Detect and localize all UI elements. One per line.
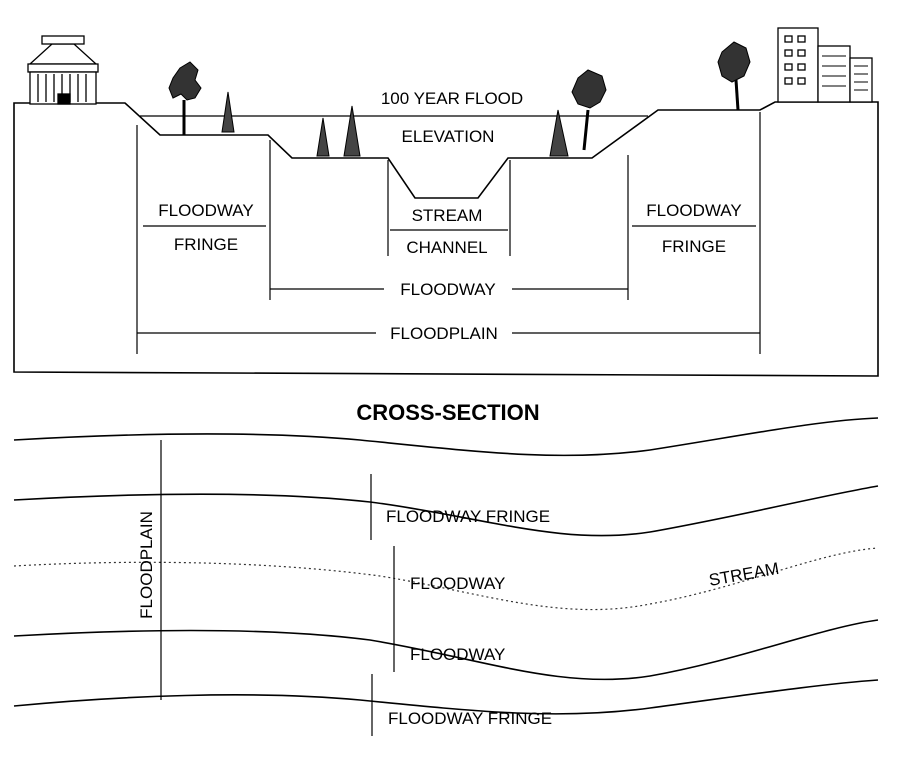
- stream-centerline: [13, 547, 879, 611]
- lower-fringe-boundary: [13, 619, 879, 681]
- flood-elevation-label-1: 100 YEAR FLOOD: [381, 89, 523, 108]
- floodplain-top-boundary: [13, 417, 879, 457]
- tree-icon: [168, 41, 751, 157]
- section-title: CROSS-SECTION: [356, 400, 539, 425]
- floodplain-span-label: FLOODPLAIN: [390, 324, 498, 343]
- plan-lower-fringe-label: FLOODWAY FRINGE: [388, 709, 552, 728]
- plan-upper-fringe-label: FLOODWAY FRINGE: [386, 507, 550, 526]
- channel-label-1: STREAM: [412, 206, 483, 225]
- flood-elevation-label-2: ELEVATION: [402, 127, 495, 146]
- upper-fringe-boundary: [13, 485, 879, 537]
- plan-floodplain-label: FLOODPLAIN: [137, 511, 156, 619]
- terrain-profile: [13, 101, 879, 377]
- right-fringe-label-1: FLOODWAY: [646, 201, 741, 220]
- floodway-span-label: FLOODWAY: [400, 280, 495, 299]
- floodplain-bottom-boundary: [13, 679, 879, 715]
- left-fringe-label-1: FLOODWAY: [158, 201, 253, 220]
- plan-view: FLOODPLAIN FLOODWAY FRINGE FLOODWAY FLOO…: [13, 417, 879, 736]
- plan-upper-floodway-label: FLOODWAY: [410, 574, 505, 593]
- right-fringe-label-2: FRINGE: [662, 237, 726, 256]
- building-icon: [27, 35, 99, 105]
- plan-lower-floodway-label: FLOODWAY: [410, 645, 505, 664]
- channel-label-2: CHANNEL: [406, 238, 487, 257]
- office-tower-icon: [777, 27, 873, 103]
- left-fringe-label-2: FRINGE: [174, 235, 238, 254]
- plan-stream-label: STREAM: [707, 559, 780, 590]
- cross-section: 100 YEAR FLOOD ELEVATION FLOODWAY FRINGE…: [13, 89, 879, 377]
